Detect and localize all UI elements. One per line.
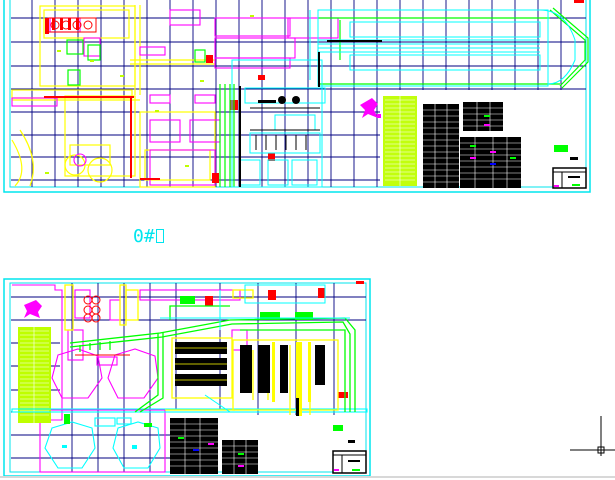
legend-table-1 <box>423 104 459 188</box>
block-label: 0# <box>133 228 164 246</box>
title-block-lower <box>332 450 367 474</box>
north-arrow-icon-lower <box>24 300 42 318</box>
stamp-lower <box>333 425 343 431</box>
viewport-bottom-edge <box>0 476 615 478</box>
block-label-text: 0# <box>133 226 155 247</box>
stamp <box>554 145 568 152</box>
crosshair-cursor-icon <box>570 416 615 456</box>
legend-table-2 <box>463 102 503 131</box>
legend-table-lower-1 <box>170 418 218 474</box>
north-arrow-icon <box>360 98 381 118</box>
legend-table-3 <box>460 137 521 188</box>
legend-table-lower-2 <box>222 440 258 474</box>
upper-drawing <box>3 0 591 193</box>
title-block-upper <box>552 167 587 189</box>
lower-drawing <box>3 278 371 477</box>
hatch-glyph-icon <box>155 229 164 243</box>
